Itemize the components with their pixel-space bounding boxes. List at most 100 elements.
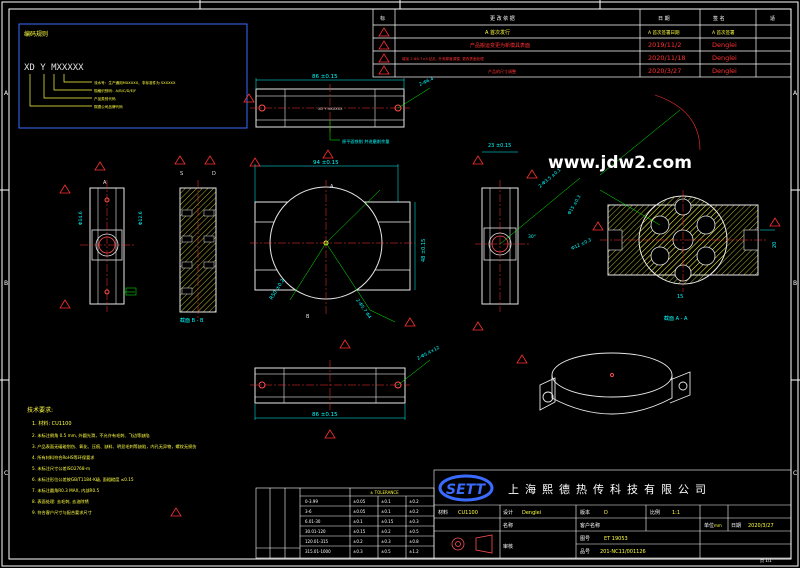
rev-row-2-desc: 产品搬运变更为新模具表面 xyxy=(470,42,530,49)
svg-text:±0.2: ±0.2 xyxy=(353,539,363,544)
title-block-logo: SETT 上海熙德热传科技有限公司 xyxy=(438,474,706,502)
coding-rule-box: 编码规则 XD Y MXXXXX 流水号：生产通用MXXXXX，非标准件为 SX… xyxy=(18,23,248,129)
material-value: CU1100 xyxy=(458,510,478,516)
svg-text:±1.2: ±1.2 xyxy=(409,549,419,554)
tolerance-table-text: ± TOLERANCE 0-3.99 3-6 6.01-30 30.01-120… xyxy=(305,490,419,554)
tech-requirements: 技术要求: 1. 材料: CU1100 2. 未标注倒角 0.5 mm, 外圆光… xyxy=(27,406,196,516)
drawing-value: ET 19053 xyxy=(604,536,628,542)
page-value: 页 1/1 xyxy=(760,558,772,563)
coding-legend-2: 规格识别码：A/B/C/D/E/F xyxy=(94,88,136,93)
part-label: 品号 xyxy=(580,549,590,555)
svg-text:±0.3: ±0.3 xyxy=(381,539,391,544)
watermark: www.jdw2.com xyxy=(548,153,692,173)
svg-text:±0.2: ±0.2 xyxy=(409,509,419,514)
tech-item-5: 5. 未标注尺寸公差ISO2768-m xyxy=(32,465,90,472)
section-a-side-dim: 20 xyxy=(772,242,778,248)
view-label-b-bottom: B xyxy=(306,314,310,320)
rev-row-1-date: A 首次签署日期 xyxy=(648,29,680,36)
tech-item-2: 2. 未标注倒角 0.5 mm, 外圆光滑，不允许有毛刺、飞边等缺陷 xyxy=(32,432,150,439)
revision-table xyxy=(372,8,792,78)
tol-range-5: 315.01-1000 xyxy=(305,549,331,554)
isometric-view xyxy=(539,352,691,415)
front-height-dim: 48 ±0.15 xyxy=(421,239,427,262)
left-side-dim-b: Φ12.6 xyxy=(138,211,144,225)
material-label: 材料 xyxy=(438,509,448,516)
view-label-s: S xyxy=(180,171,183,177)
designer-value: Denglei xyxy=(522,510,541,516)
tech-item-9: 9. 符合客户尺寸与配合要求尺寸 xyxy=(32,509,92,516)
svg-text:±0.2: ±0.2 xyxy=(381,529,391,534)
part-value: 201-NC11/001126 xyxy=(600,549,646,555)
rev-header-2: 日 期 xyxy=(658,16,670,22)
checker-label: 审核 xyxy=(503,543,513,550)
front-width-dim: 94 ±0.15 xyxy=(313,160,339,166)
tech-title: 技术要求: xyxy=(27,406,53,414)
rev-row-1-desc: A 首次发行 xyxy=(485,29,510,36)
right-side-view: 23 ±0.15 2-Φ3.5 ±0.1 30° xyxy=(475,143,581,312)
svg-text:±0.1: ±0.1 xyxy=(353,519,363,524)
tol-range-0: 0-3.99 xyxy=(305,499,318,504)
view-label-a-left: A xyxy=(103,180,107,186)
title-block-text: 材料 CU1100 设计 Denglei 版本 D 比例 1:1 单位 mm 日… xyxy=(438,509,774,563)
revision-triangles xyxy=(378,27,390,75)
rev-row-4-sign: Denglei xyxy=(712,67,737,75)
section-a-label: 截面 A - A xyxy=(664,315,688,322)
company-logo: SETT xyxy=(446,482,487,498)
rev-header-5: 适 xyxy=(770,15,775,22)
rev-header-3: 签 名 xyxy=(713,15,725,22)
svg-text:B: B xyxy=(793,280,797,287)
svg-text:±0.3: ±0.3 xyxy=(353,549,363,554)
title-block xyxy=(433,469,792,559)
svg-text:±0.2: ±0.2 xyxy=(409,499,419,504)
section-b-label: 截面 B - B xyxy=(180,317,204,324)
svg-text:±0.15: ±0.15 xyxy=(353,529,366,534)
tol-range-3: 30.01-120 xyxy=(305,529,326,534)
tol-range-4: 120.01-315 xyxy=(305,539,329,544)
coding-legend-3: 产品类别代码 xyxy=(94,96,116,101)
version-value: D xyxy=(604,510,608,516)
tech-item-3: 3. 产品表面无磕碰划伤、氧化、压痕、缺料、明显毛刺等缺陷，内孔无异物，螺纹无损… xyxy=(32,443,196,450)
top-view: XD Y MXXXXX 86 ±0.15 2-Φ6.4 原平面铣削 并进磨削余量 xyxy=(250,74,435,145)
left-side-view: Φ14.6 Φ12.6 A xyxy=(78,180,144,312)
rev-row-1-sign: A 首次签署 xyxy=(712,29,735,36)
svg-text:±0.5: ±0.5 xyxy=(409,529,419,534)
svg-text:±0.1: ±0.1 xyxy=(381,499,391,504)
svg-text:±0.5: ±0.5 xyxy=(381,549,391,554)
svg-text:±0.8: ±0.8 xyxy=(409,539,419,544)
coding-legend-4: 熙德公司品牌代码 xyxy=(94,104,123,109)
coding-legend-1: 流水号：生产通用MXXXXX，非标准件为 SXXXXX xyxy=(94,80,176,85)
svg-text:±0.05: ±0.05 xyxy=(353,499,366,504)
svg-text:C: C xyxy=(4,470,8,477)
tech-item-8: 8. 表面处理: 去毛刺, 去油除锈 xyxy=(32,498,90,505)
view-label-a-top: A xyxy=(330,184,334,190)
version-label: 版本 xyxy=(580,509,590,516)
tol-range-1: 3-6 xyxy=(305,509,312,514)
scale-label: 比例 xyxy=(650,509,660,516)
rev-row-2-date: 2019/11/2 xyxy=(648,41,681,49)
svg-text:A: A xyxy=(4,90,9,97)
coding-rule-title: 编码规则 xyxy=(24,30,48,38)
rev-row-3-desc: 增加 2-Φ5.7×4 钻孔, 外壳厚度调整, 更改表面处理 xyxy=(402,56,484,61)
tech-item-1: 1. 材料: CU1100 xyxy=(32,420,72,427)
scale-value: 1:1 xyxy=(672,510,680,516)
rev-header-1: 更 改 依 据 xyxy=(490,15,515,22)
projection-symbol xyxy=(451,534,493,554)
top-width-dim: 86 ±0.15 xyxy=(312,74,338,80)
tol-header: ± TOLERANCE xyxy=(370,490,399,495)
date-label: 日期 xyxy=(731,523,741,529)
top-hole-callout: 2-Φ6.4 xyxy=(418,76,434,88)
svg-text:XD Y MXXXXX: XD Y MXXXXX xyxy=(318,107,343,111)
tol-range-2: 6.01-30 xyxy=(305,519,321,524)
customer-label: 客户名称 xyxy=(580,522,600,529)
coding-code: XD Y MXXXXX xyxy=(24,63,84,73)
right-angle-dim: 30° xyxy=(528,234,536,240)
svg-text:A: A xyxy=(793,90,798,97)
section-b-view: S D 截面 B - B xyxy=(179,171,217,324)
unit-label: 单位 xyxy=(704,522,714,529)
svg-text:±0.05: ±0.05 xyxy=(353,509,366,514)
front-view: 94 ±0.15 48 ±0.15 R50 ±0.2 2-Φ5.7 Φ4 A B xyxy=(250,160,427,323)
svg-text:C: C xyxy=(793,470,797,477)
rev-row-2-sign: Denglei xyxy=(712,41,737,49)
date-value: 2020/3/27 xyxy=(748,523,774,529)
